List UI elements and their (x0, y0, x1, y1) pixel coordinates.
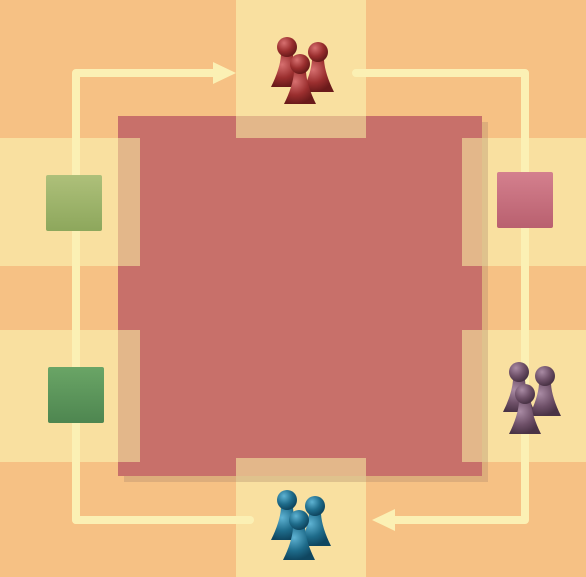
center-overlap-left-top (118, 138, 140, 266)
square-left-bottom (48, 367, 104, 423)
center-overlap-top (236, 116, 366, 138)
center-overlap-right-top (462, 138, 482, 266)
center-area (118, 116, 482, 476)
center-overlap-bottom (236, 458, 366, 476)
square-left-top (46, 175, 102, 231)
center-overlap-right-bottom (462, 330, 482, 462)
center-overlap-left-bottom (118, 330, 140, 462)
square-right-top (497, 172, 553, 228)
